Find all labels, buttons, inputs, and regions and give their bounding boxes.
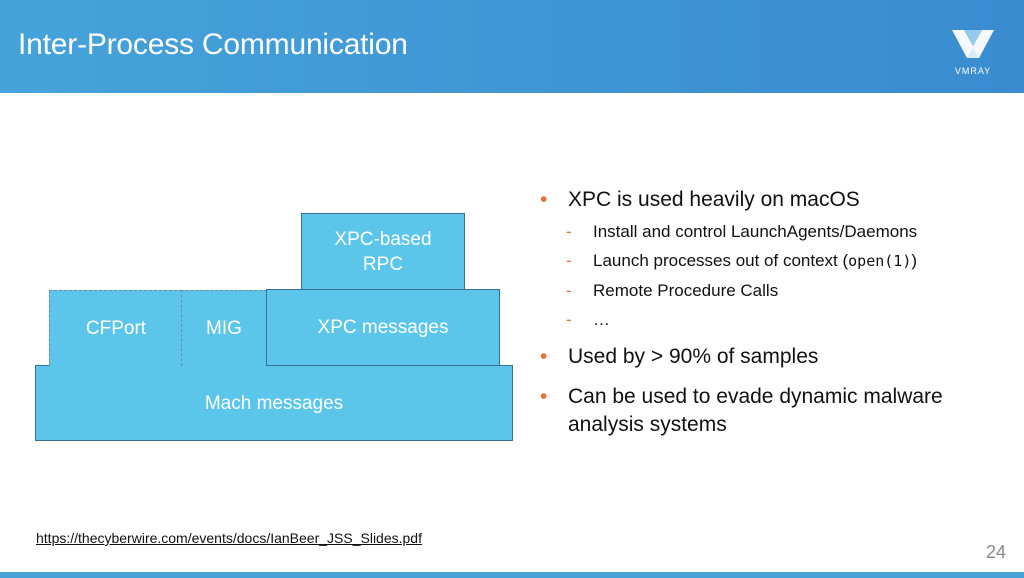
xpc-messages-label: XPC messages	[317, 317, 449, 338]
xpc-rpc-block: XPC-based RPC	[301, 213, 465, 290]
cfport-label: CFPort	[85, 318, 147, 339]
sub-bullet-launch-post: )	[911, 251, 918, 270]
page-number: 24	[986, 542, 1007, 562]
xpc-rpc-label: XPC-based RPC	[334, 227, 431, 277]
mig-block: MIG	[181, 290, 267, 366]
footer-bar	[0, 572, 1024, 578]
sub-bullet-launch-processes: Launch processes out of context (open(1)…	[540, 249, 1010, 273]
xpc-messages-block: XPC messages	[266, 289, 500, 366]
bullet-evade: Can be used to evade dynamic malware ana…	[540, 383, 1010, 439]
cfport-block: CFPort	[49, 290, 182, 366]
xpc-rpc-line2: RPC	[362, 253, 404, 275]
source-link[interactable]: https://thecyberwire.com/events/docs/Ian…	[36, 530, 422, 546]
slide-title: Inter-Process Communication	[18, 28, 408, 61]
sub-bullet-rpc: Remote Procedure Calls	[540, 279, 1010, 302]
slide-header: Inter-Process Communication VMRAY	[0, 0, 1024, 93]
vmray-logo-icon	[952, 30, 994, 58]
logo-text: VMRAY	[954, 66, 992, 76]
open-code: open(1)	[848, 252, 912, 270]
mach-messages-label: Mach messages	[204, 392, 344, 414]
bullet-xpc-usage: XPC is used heavily on macOS	[540, 186, 1010, 214]
sub-bullet-launchagents: Install and control LaunchAgents/Daemons	[540, 220, 1010, 243]
bullet-samples: Used by > 90% of samples	[540, 343, 1010, 371]
sub-bullet-ellipsis: …	[540, 308, 1010, 331]
vmray-logo: VMRAY	[948, 26, 998, 80]
bullet-list: XPC is used heavily on macOS Install and…	[540, 186, 1010, 439]
xpc-rpc-line1: XPC-based	[334, 228, 432, 250]
sub-bullet-launch-pre: Launch processes out of context (	[593, 251, 849, 270]
mach-messages-block: Mach messages	[35, 365, 513, 441]
mig-label: MIG	[206, 318, 242, 339]
